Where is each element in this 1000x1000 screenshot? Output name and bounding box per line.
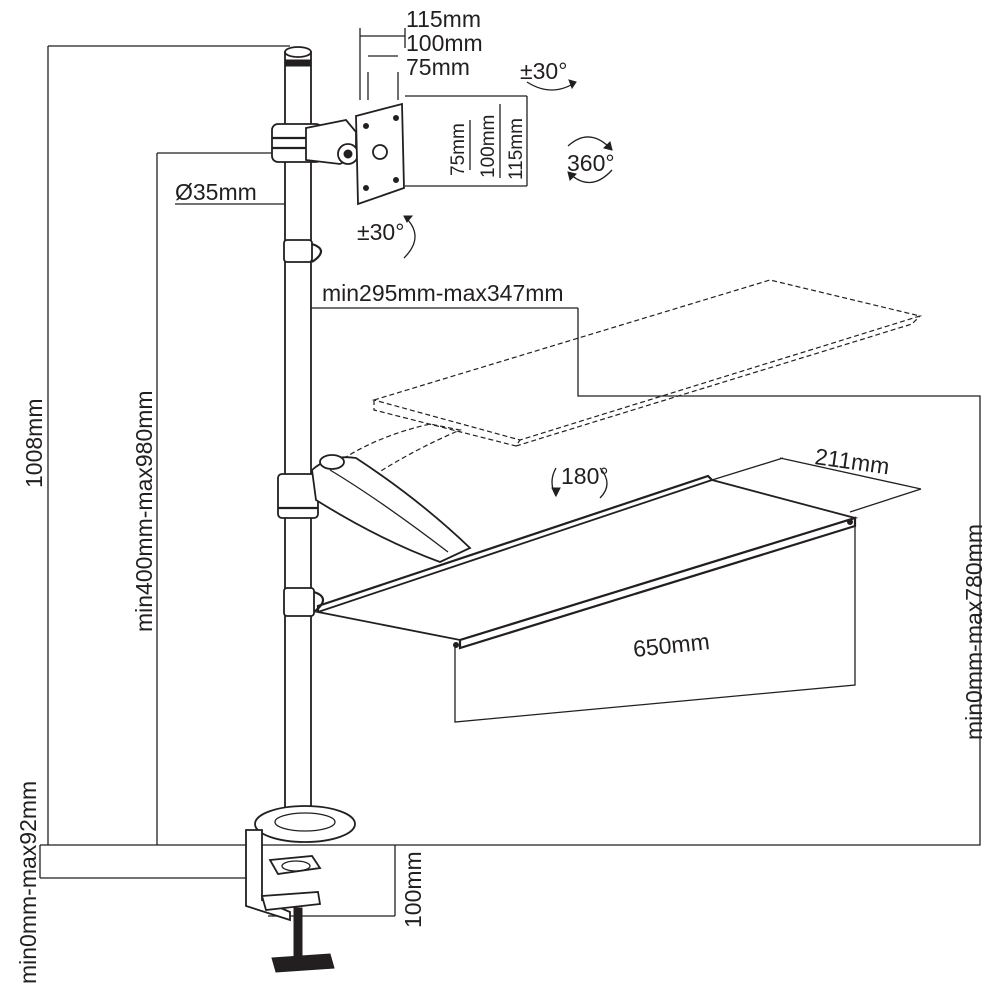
label-vesa-w100: 100mm: [406, 30, 483, 56]
tilt-bottom-arrow-icon: [403, 215, 416, 259]
ghost-raised-position: [317, 279, 923, 501]
label-tray-depth: 211mm: [813, 443, 891, 479]
tray-collar: [283, 587, 315, 617]
label-clamp-depth: 100mm: [400, 851, 426, 928]
clamp-knob[interactable]: [271, 953, 335, 973]
label-vesa-w75: 75mm: [406, 54, 470, 80]
label-tray-height: min0mm-max780mm: [961, 524, 987, 740]
label-vesa-h115: 115mm: [506, 118, 527, 180]
label-arm-reach: min295mm-max347mm: [322, 280, 564, 306]
monitor-head: [305, 102, 405, 206]
dimension-lines: [39, 28, 981, 917]
label-clamp-range: min0mm-max92mm: [15, 781, 41, 984]
pole-cap: [284, 46, 312, 58]
arm-collar: [277, 473, 319, 519]
keyboard-arm: [311, 454, 472, 563]
pole: [271, 46, 325, 823]
label-tilt-bottom: ±30°: [357, 219, 404, 245]
ghost-arm: [317, 423, 463, 501]
label-arm-height: min400mm-max980mm: [131, 390, 157, 632]
label-total-height: 1008mm: [21, 399, 47, 488]
cable-clip-top: [283, 239, 313, 263]
clamp-lower-jaw: [260, 891, 322, 911]
label-vesa-h75: 75mm: [448, 123, 469, 176]
label-tilt-top: ±30°: [520, 58, 567, 84]
label-vesa-w115: 115mm: [406, 6, 481, 32]
desk-clamp: [245, 805, 356, 973]
label-pole-diameter: Ø35mm: [175, 179, 257, 205]
label-rotate-360: 360°: [567, 150, 615, 176]
rotation-arrows: [403, 79, 613, 499]
base-plate: [254, 805, 356, 843]
clamp-screw: [293, 907, 303, 957]
label-swivel-180: 180°: [561, 463, 609, 489]
dimension-labels: 115mm 100mm 75mm 75mm 100mm 115mm ±30° ±…: [15, 6, 987, 984]
label-tray-width: 650mm: [632, 628, 711, 662]
label-vesa-h100: 100mm: [478, 115, 499, 178]
pole-tube: [284, 51, 312, 823]
keyboard-tray: [314, 474, 859, 650]
tray-front-lip: [458, 516, 857, 650]
clamp-body: [245, 829, 291, 922]
